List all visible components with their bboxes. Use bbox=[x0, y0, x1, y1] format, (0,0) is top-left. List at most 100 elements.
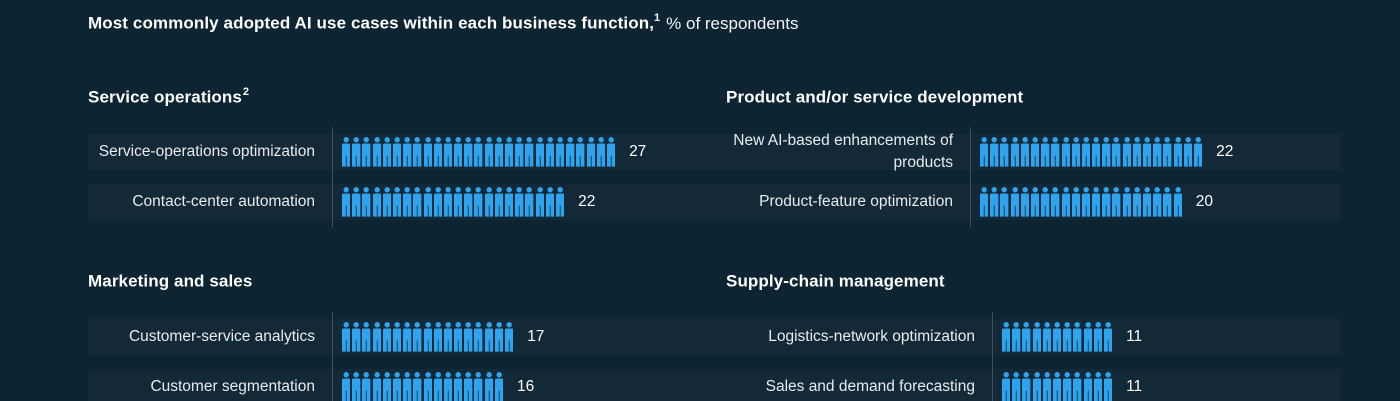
person-icon bbox=[443, 137, 453, 168]
pictogram-row: New AI-based enhancements of products 22 bbox=[726, 127, 1340, 178]
row-label: Sales and demand forecasting bbox=[765, 377, 975, 395]
person-icon bbox=[413, 322, 422, 352]
person-icon bbox=[545, 137, 555, 168]
person-icon bbox=[1020, 137, 1030, 168]
row-value: 11 bbox=[1126, 377, 1143, 395]
person-icon bbox=[494, 187, 504, 218]
pictogram-row: Customer-service analytics 17 bbox=[88, 311, 726, 362]
person-icon bbox=[494, 137, 504, 168]
person-icon bbox=[342, 187, 351, 218]
pictogram-bar: 22 bbox=[970, 127, 1340, 178]
person-icon bbox=[484, 322, 494, 352]
person-icon-group bbox=[342, 372, 505, 401]
person-icon bbox=[1073, 372, 1082, 401]
section-footnote-marker: 2 bbox=[242, 85, 250, 98]
page-title: Most commonly adopted AI use cases withi… bbox=[88, 8, 1340, 35]
person-icon bbox=[433, 137, 443, 168]
row-label: Customer segmentation bbox=[150, 377, 315, 395]
person-icon bbox=[1093, 372, 1103, 401]
person-icon bbox=[1012, 372, 1021, 401]
person-icon-group bbox=[342, 187, 566, 218]
person-icon bbox=[433, 187, 443, 218]
person-icon bbox=[474, 137, 483, 168]
person-icon bbox=[1093, 322, 1103, 352]
section-title-text: Supply-chain management bbox=[726, 271, 945, 291]
person-icon-group bbox=[1002, 322, 1114, 352]
person-icon bbox=[484, 372, 494, 401]
person-icon-group bbox=[1002, 372, 1114, 401]
person-icon bbox=[1132, 187, 1142, 218]
person-icon bbox=[505, 187, 514, 218]
person-icon bbox=[505, 322, 514, 352]
person-icon bbox=[454, 187, 463, 218]
person-icon bbox=[1022, 372, 1031, 401]
person-icon-group bbox=[980, 137, 1204, 168]
person-icon bbox=[403, 322, 412, 352]
row-label: Contact-center automation bbox=[132, 193, 315, 211]
pictogram-bar: 11 bbox=[992, 311, 1340, 362]
row-value: 11 bbox=[1126, 327, 1143, 345]
person-icon bbox=[1052, 372, 1062, 401]
person-icon bbox=[1052, 322, 1062, 352]
section-rows: Service-operations optimization 27 Conta… bbox=[88, 127, 726, 228]
section-title-text: Service operations bbox=[88, 87, 242, 107]
pictogram-bar: 11 bbox=[992, 361, 1340, 401]
person-icon bbox=[1092, 137, 1101, 168]
person-icon bbox=[464, 137, 473, 168]
person-icon bbox=[1042, 322, 1052, 352]
person-icon-group bbox=[980, 187, 1184, 218]
person-icon bbox=[474, 372, 483, 401]
person-icon bbox=[342, 137, 351, 168]
person-icon bbox=[392, 322, 402, 352]
person-icon bbox=[372, 322, 381, 352]
person-icon bbox=[362, 137, 371, 168]
person-icon bbox=[1000, 187, 1009, 218]
chart-section: Marketing and sales Customer-service ana… bbox=[88, 267, 726, 401]
section-title-text: Product and/or service development bbox=[726, 87, 1024, 107]
person-icon bbox=[413, 372, 422, 401]
person-icon bbox=[1012, 322, 1021, 352]
person-icon bbox=[1102, 187, 1111, 218]
person-icon bbox=[382, 187, 392, 218]
pictogram-row: Service-operations optimization 27 bbox=[88, 127, 726, 178]
pictogram-bar: 20 bbox=[970, 177, 1340, 228]
person-icon bbox=[443, 322, 453, 352]
chart-section: Product and/or service development New A… bbox=[726, 83, 1340, 228]
person-icon bbox=[1032, 372, 1041, 401]
person-icon bbox=[342, 322, 351, 352]
person-icon bbox=[423, 187, 432, 218]
person-icon bbox=[1002, 322, 1011, 352]
person-icon-group bbox=[342, 137, 617, 168]
person-icon bbox=[464, 372, 473, 401]
person-icon bbox=[494, 322, 504, 352]
person-icon bbox=[372, 372, 381, 401]
person-icon bbox=[1102, 137, 1111, 168]
pictogram-row: Product-feature optimization 20 bbox=[726, 177, 1340, 228]
person-icon bbox=[1030, 137, 1040, 168]
person-icon bbox=[525, 187, 534, 218]
section-title: Marketing and sales bbox=[88, 267, 726, 292]
row-label: Logistics-network optimization bbox=[768, 327, 975, 345]
page-title-footnote-marker: 1 bbox=[654, 12, 661, 24]
person-icon bbox=[980, 187, 989, 218]
person-icon bbox=[392, 372, 402, 401]
chart-section: Service operations2 Service-operations o… bbox=[88, 83, 726, 228]
person-icon bbox=[1081, 187, 1091, 218]
person-icon bbox=[1081, 137, 1091, 168]
row-label: New AI-based enhancements of products bbox=[733, 132, 953, 172]
person-icon bbox=[382, 322, 392, 352]
person-icon bbox=[464, 187, 473, 218]
pictogram-row: Sales and demand forecasting 11 bbox=[726, 361, 1340, 401]
person-icon bbox=[403, 372, 412, 401]
person-icon bbox=[413, 137, 422, 168]
person-icon bbox=[1153, 137, 1162, 168]
pictogram-bar: 16 bbox=[332, 361, 726, 401]
person-icon bbox=[1122, 137, 1132, 168]
person-icon bbox=[1010, 187, 1019, 218]
person-icon bbox=[555, 137, 565, 168]
person-icon bbox=[352, 372, 361, 401]
row-value: 22 bbox=[1216, 143, 1234, 161]
row-label: Customer-service analytics bbox=[128, 327, 315, 345]
person-icon bbox=[990, 137, 999, 168]
